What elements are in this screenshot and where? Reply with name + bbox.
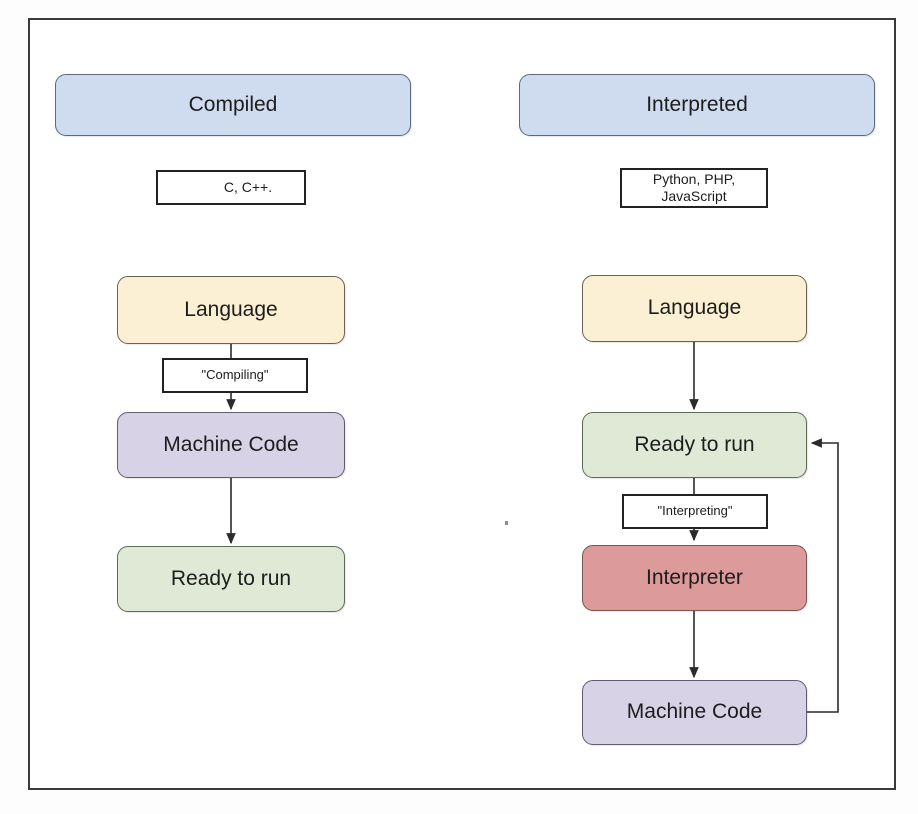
- node-left-language-label: Language: [184, 297, 278, 321]
- node-right-interpreter[interactable]: Interpreter: [582, 545, 807, 611]
- node-right-interpreter-label: Interpreter: [646, 565, 743, 589]
- node-right-machine-code-label: Machine Code: [626, 700, 763, 724]
- diagram-frame: [28, 18, 896, 790]
- languages-box-interpreted[interactable]: Python, PHP, JavaScript: [620, 168, 768, 208]
- column-header-compiled[interactable]: Compiled: [55, 74, 411, 136]
- languages-compiled-label: C, C++.: [223, 178, 273, 195]
- column-header-interpreted[interactable]: Interpreted: [519, 74, 875, 136]
- node-right-language-label: Language: [647, 296, 742, 320]
- languages-interpreted-line2: JavaScript: [661, 188, 727, 204]
- languages-interpreted-line1: Python, PHP,: [652, 170, 736, 187]
- node-right-ready-to-run[interactable]: Ready to run: [582, 412, 807, 478]
- edge-label-interpreting[interactable]: "Interpreting": [622, 494, 768, 529]
- edge-label-compiling[interactable]: "Compiling": [162, 358, 308, 393]
- languages-box-compiled[interactable]: C, C++.: [156, 170, 306, 205]
- edge-label-interpreting-text: "Interpreting": [657, 503, 733, 519]
- node-right-machine-code[interactable]: Machine Code: [582, 680, 807, 745]
- node-left-ready-to-run-label: Ready to run: [170, 566, 292, 590]
- node-right-ready-to-run-label: Ready to run: [634, 432, 755, 456]
- edge-label-compiling-text: "Compiling": [201, 367, 269, 383]
- node-left-machine-code[interactable]: Machine Code: [117, 412, 345, 478]
- node-left-ready-to-run[interactable]: Ready to run: [117, 546, 345, 612]
- node-left-language[interactable]: Language: [117, 276, 345, 344]
- scan-artifact-speck: [505, 521, 508, 525]
- column-header-interpreted-label: Interpreted: [646, 92, 748, 116]
- node-right-language[interactable]: Language: [582, 275, 807, 342]
- node-left-machine-code-label: Machine Code: [163, 432, 299, 456]
- column-header-compiled-label: Compiled: [188, 92, 278, 116]
